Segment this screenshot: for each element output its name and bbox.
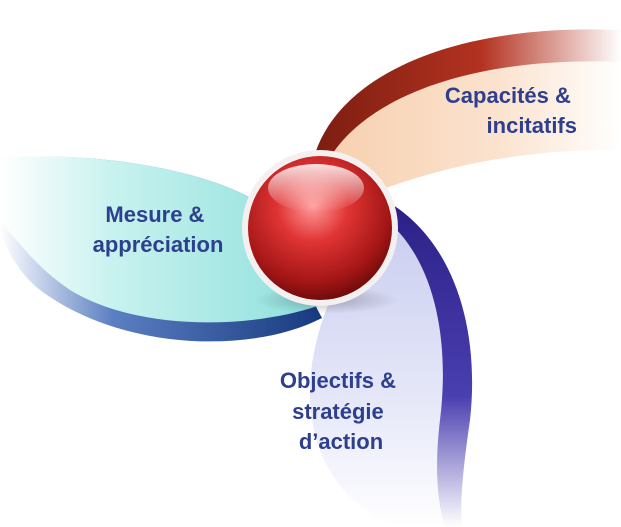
blade-capacites [310, 29, 621, 205]
blade-mesure [0, 156, 322, 342]
label-capacites: Capacités & incitatifs [445, 83, 577, 138]
label-objectifs: Objectifs & stratégie d’action [280, 368, 402, 454]
blade-capacites-fill [318, 61, 621, 205]
blade-mesure-fill [0, 156, 318, 323]
label-mesure: Mesure & appréciation [93, 202, 224, 257]
label-capacites-line2: incitatifs [487, 113, 577, 138]
label-objectifs-line3: d’action [299, 429, 383, 454]
label-objectifs-line1: Objectifs & [280, 368, 396, 393]
label-mesure-line2: appréciation [93, 232, 224, 257]
hub-highlight [268, 164, 364, 212]
label-mesure-line1: Mesure & [105, 202, 204, 227]
label-capacites-line1: Capacités & [445, 83, 571, 108]
hub-sphere [242, 150, 398, 314]
label-objectifs-line2: stratégie [292, 399, 384, 424]
